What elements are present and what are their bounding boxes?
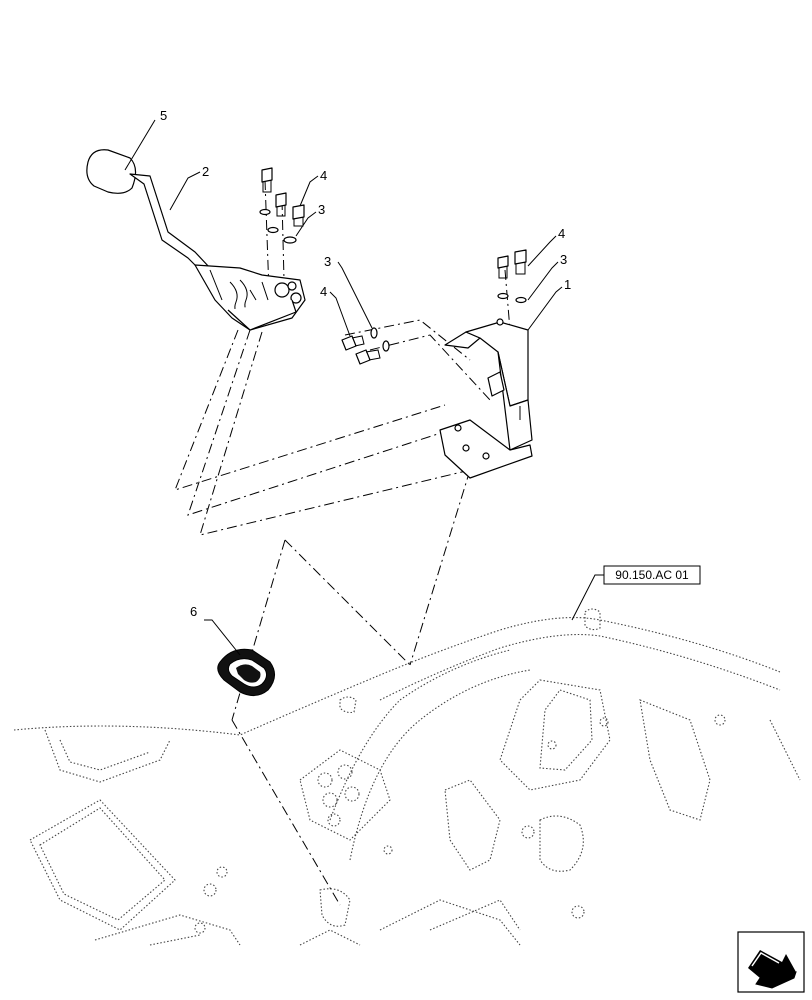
washer-icon	[515, 296, 527, 304]
callout-4: 4	[320, 284, 327, 299]
pedal-arm-part-2	[129, 173, 306, 331]
callout-3: 3	[560, 252, 567, 267]
callout-1: 1	[564, 277, 571, 292]
bolts-and-washers	[259, 167, 527, 365]
bracket-part-1	[439, 318, 533, 479]
callout-4: 4	[558, 226, 565, 241]
washer-icon	[283, 236, 297, 244]
bolt-icon	[292, 204, 305, 227]
washer-icon	[370, 327, 378, 339]
next-page-button[interactable]	[737, 931, 805, 993]
alignment-lines	[174, 179, 511, 906]
callout-4: 4	[320, 168, 327, 183]
boot-part-6	[217, 648, 275, 696]
callout-labels: 5 2 4 3 3 4 4 3 1 6	[160, 108, 571, 619]
washer-icon	[259, 208, 271, 216]
washer-icon	[497, 292, 509, 300]
washer-icon	[382, 340, 390, 352]
bolt-icon	[261, 167, 273, 193]
bolt-icon	[355, 349, 381, 365]
callout-6: 6	[190, 604, 197, 619]
next-page-arrow-icon	[748, 950, 797, 989]
chassis-background	[13, 608, 801, 946]
washer-icon	[267, 226, 279, 234]
callout-2: 2	[202, 164, 209, 179]
cross-reference-link[interactable]: 90.150.AC 01	[603, 565, 701, 585]
callout-5: 5	[160, 108, 167, 123]
reference-label: 90.150.AC 01	[615, 568, 689, 582]
bolt-icon	[497, 255, 509, 279]
bolt-icon	[514, 249, 527, 275]
leader-lines	[124, 119, 604, 656]
callout-3: 3	[324, 254, 331, 269]
callout-3: 3	[318, 202, 325, 217]
bolt-icon	[275, 192, 287, 217]
bolt-icon	[341, 335, 365, 351]
pedal-pad-part-5	[86, 149, 137, 194]
